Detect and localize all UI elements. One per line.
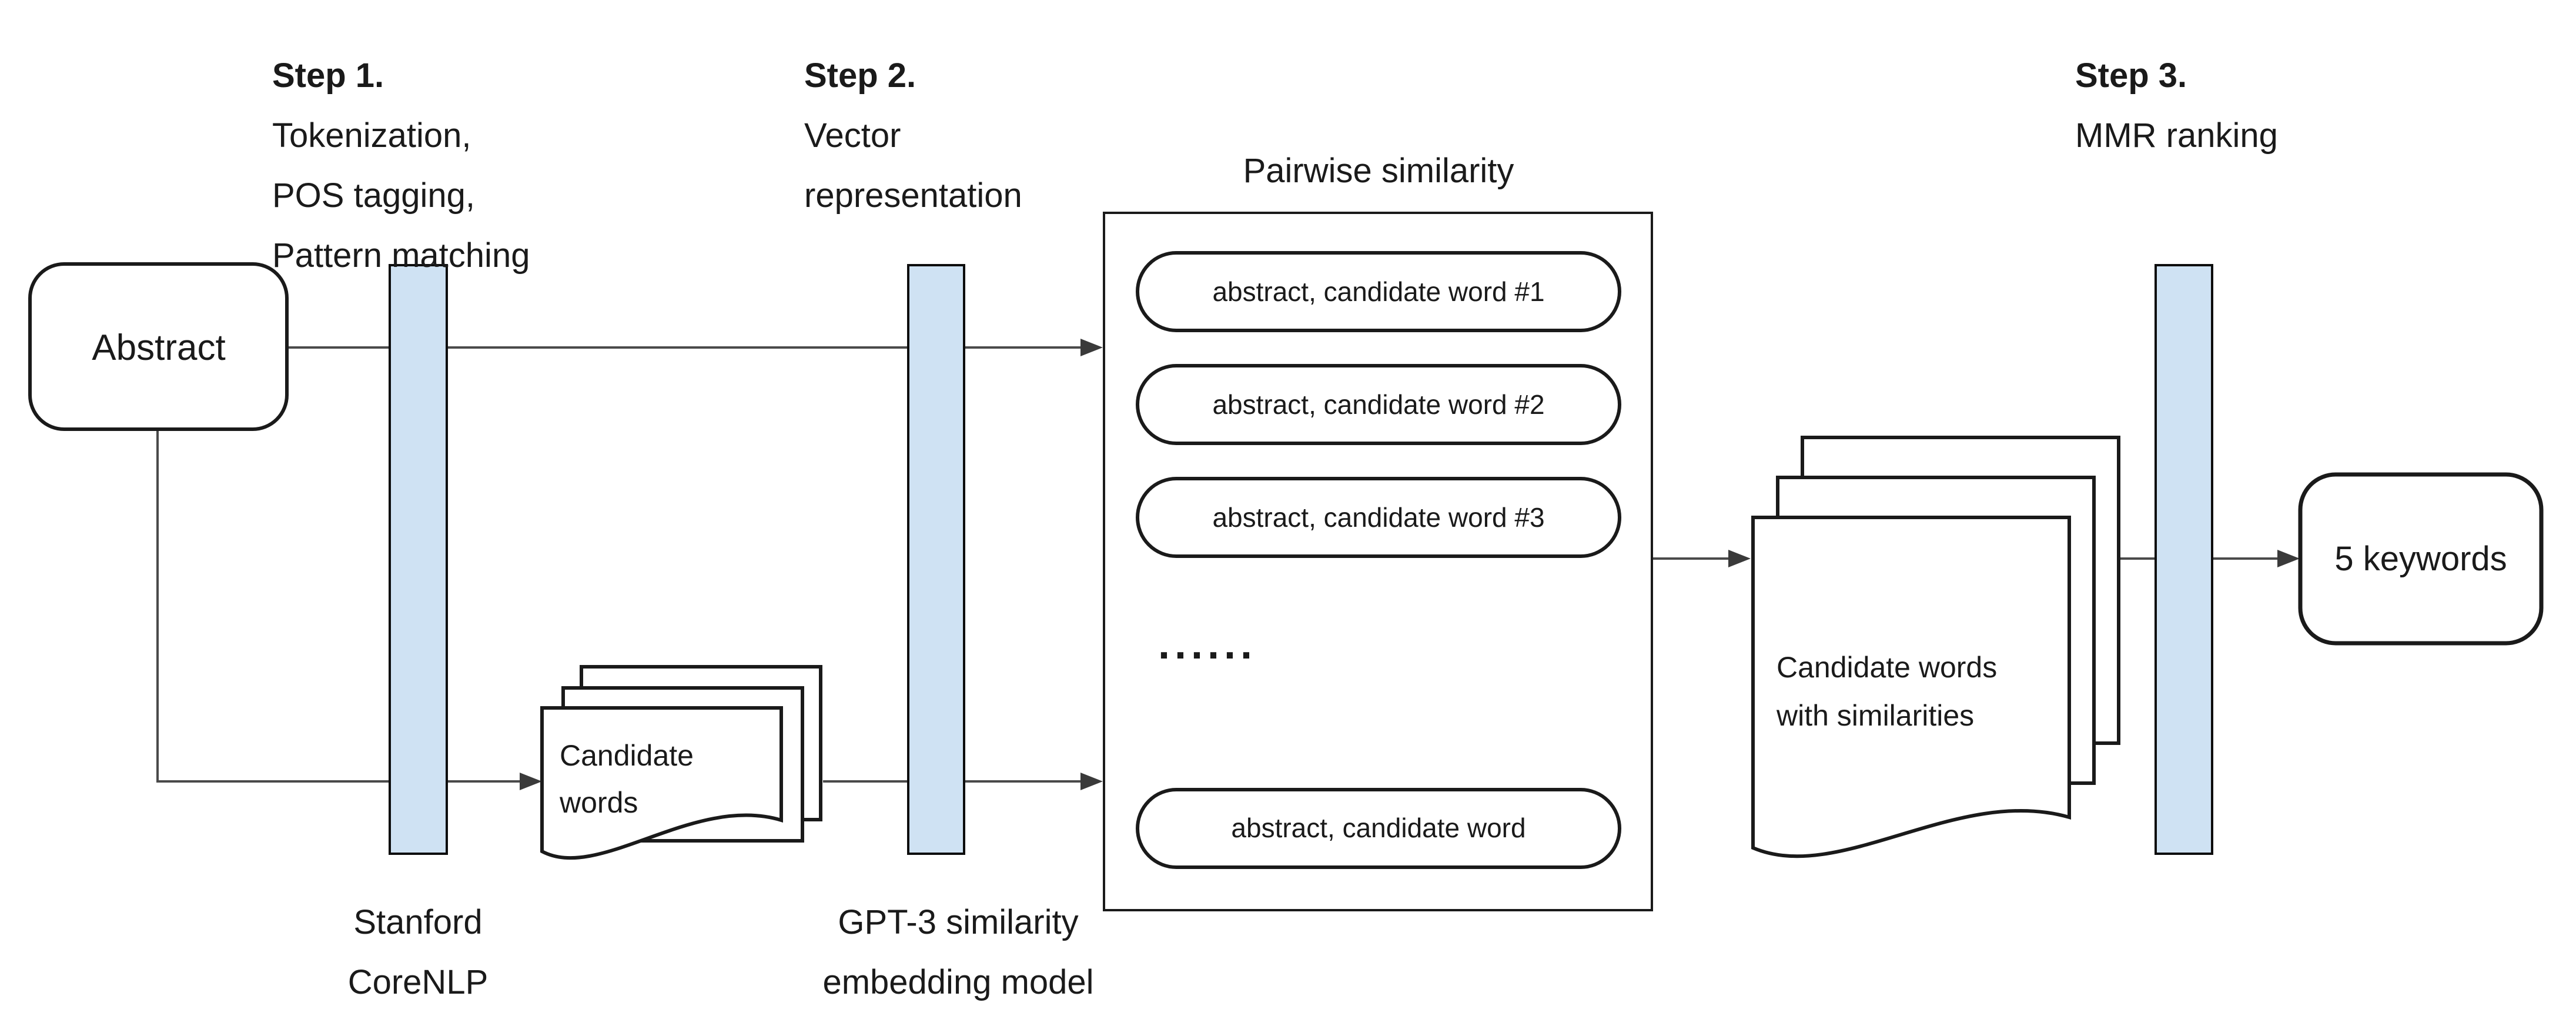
- mmr-step-bar: [2155, 264, 2213, 855]
- similarity-pair-label-1: abstract, candidate word #1: [1212, 276, 1544, 307]
- candidate-words-label-line2: words: [559, 786, 638, 819]
- similarity-pair-label-generic: abstract, candidate word: [1231, 813, 1525, 843]
- document-page-front: [540, 706, 783, 860]
- step1-line-tokenization: Tokenization,: [272, 116, 471, 155]
- gpt3-label-line1: GPT-3 similarity: [838, 903, 1078, 941]
- corenlp-label-line1: Stanford: [353, 903, 482, 941]
- arrowhead-into-output-stack: [1728, 550, 1751, 567]
- similarity-pair-oval-3: [1136, 477, 1621, 558]
- similarity-pairs: abstract, candidate word #1 abstract, ca…: [1136, 251, 1621, 869]
- abstract-node: [28, 262, 289, 431]
- step2-line-representation: representation: [804, 176, 1022, 215]
- step1-title: Step 1.: [272, 56, 384, 95]
- step1-line-pattern-matching: Pattern matching: [272, 236, 530, 275]
- document-page-front: [1751, 516, 2071, 858]
- pairwise-similarity-title: Pairwise similarity: [1243, 152, 1514, 190]
- output-stack-label-line1: Candidate words: [1777, 651, 1997, 684]
- gpt3-tool-label: GPT-3 similarity embedding model: [822, 903, 1093, 1001]
- similarity-pair-label-2: abstract, candidate word #2: [1212, 389, 1544, 420]
- embedding-step-bar: [907, 264, 965, 855]
- corenlp-step-bar: [389, 264, 448, 855]
- arrowhead-into-keywords: [2277, 550, 2300, 567]
- output-stack-label-line2: with similarities: [1776, 699, 1974, 732]
- gpt3-label-line2: embedding model: [822, 963, 1093, 1001]
- arrowhead-into-similarity-top: [1080, 339, 1103, 356]
- candidate-words-label-line1: Candidate: [560, 739, 694, 772]
- corenlp-label-line2: CoreNLP: [348, 963, 489, 1001]
- step3-annotation: Step 3. MMR ranking: [2075, 56, 2278, 155]
- step1-line-pos-tagging: POS tagging,: [272, 176, 475, 215]
- similarity-pair-oval-1: [1136, 251, 1621, 332]
- similarity-pair-label-3: abstract, candidate word #3: [1212, 502, 1544, 533]
- output-stack: Candidate words with similarities: [1751, 436, 2120, 858]
- candidate-words-stack: Candidate words: [540, 665, 822, 860]
- step2-title: Step 2.: [804, 56, 916, 95]
- step3-line-mmr-ranking: MMR ranking: [2075, 116, 2278, 155]
- flow-line-abstract-to-candidates: [156, 430, 524, 783]
- step2-annotation: Step 2. Vector representation: [804, 56, 1022, 215]
- abstract-label: Abstract: [92, 327, 225, 368]
- step2-line-vector: Vector: [804, 116, 901, 155]
- step1-annotation: Step 1. Tokenization, POS tagging, Patte…: [272, 56, 530, 275]
- keywords-node: [2298, 472, 2544, 646]
- ellipsis-dots: ......: [1158, 621, 1257, 668]
- similarity-pair-oval-generic: [1136, 788, 1621, 869]
- similarity-pair-oval-2: [1136, 364, 1621, 445]
- arrowhead-into-similarity-bottom: [1080, 773, 1103, 790]
- step3-title: Step 3.: [2075, 56, 2187, 95]
- corenlp-tool-label: Stanford CoreNLP: [348, 903, 489, 1001]
- keywords-label: 5 keywords: [2334, 540, 2507, 578]
- arrowhead-into-candidates: [520, 773, 542, 790]
